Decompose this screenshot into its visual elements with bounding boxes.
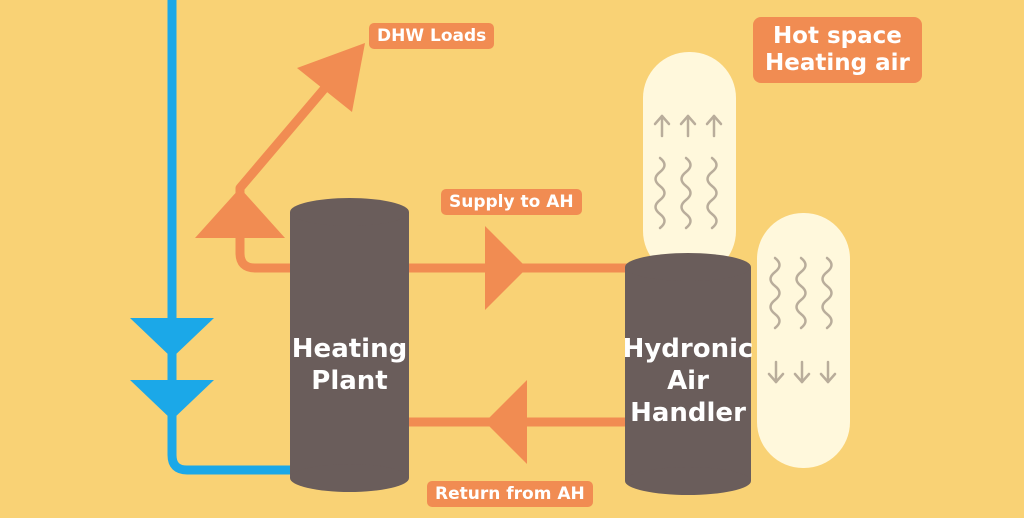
dhw-up-arrow-icon: [195, 188, 285, 238]
supply-arrow-icon: [485, 226, 527, 310]
wavy-air-icon: [706, 156, 718, 230]
hot-space-line2: Heating air: [765, 50, 910, 76]
cold-water-arrow-icon: [130, 318, 214, 358]
wavy-air-icon: [654, 156, 666, 230]
air-handler-label: Hydronic Air Handler: [620, 333, 756, 429]
air-handler-line3: Handler: [630, 398, 746, 428]
wavy-air-icon: [821, 256, 833, 330]
cold-water-arrow-icon: [130, 380, 214, 420]
dhw-arrow-icon: [297, 43, 365, 112]
heating-plant-line1: Heating: [291, 334, 408, 364]
hot-space-line1: Hot space: [772, 23, 902, 49]
air-handler-line1: Hydronic: [622, 334, 754, 364]
up-arrow-icon: [653, 114, 671, 138]
wavy-air-icon: [769, 256, 781, 330]
heating-plant-line2: Plant: [311, 366, 388, 396]
wavy-air-icon: [680, 156, 692, 230]
up-arrow-icon: [705, 114, 723, 138]
down-arrow-icon: [767, 360, 785, 384]
down-arrow-icon: [793, 360, 811, 384]
supply-to-ah-label: Supply to AH: [441, 189, 582, 215]
cold-water-line: [167, 0, 300, 475]
up-arrow-icon: [679, 114, 697, 138]
return-air-column: [757, 213, 850, 468]
heating-plant-label: Heating Plant: [290, 333, 409, 397]
return-arrow-icon: [485, 380, 527, 464]
return-from-ah-label: Return from AH: [427, 481, 593, 507]
dhw-branch-line: [235, 79, 334, 273]
air-handler-line2: Air: [667, 366, 709, 396]
hot-space-heating-air-label: Hot space Heating air: [753, 17, 922, 83]
hydronic-air-handler: [625, 253, 751, 495]
dhw-loads-label: DHW Loads: [369, 23, 495, 49]
heating-plant: [290, 198, 409, 492]
down-arrow-icon: [819, 360, 837, 384]
wavy-air-icon: [795, 256, 807, 330]
